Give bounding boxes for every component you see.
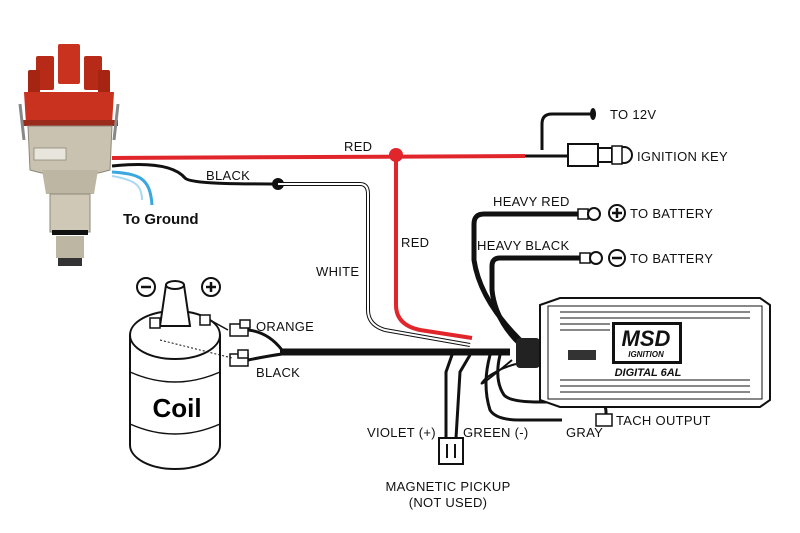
heavy-black-label: HEAVY BLACK — [477, 238, 569, 253]
red-wire-junction — [389, 148, 403, 162]
to-12v-wire — [540, 112, 596, 150]
magnetic-pickup-note: (NOT USED) — [409, 495, 488, 510]
heavy-red-label: HEAVY RED — [493, 194, 570, 209]
green-label: GREEN (-) — [463, 425, 529, 440]
msd-model: DIGITAL 6AL — [615, 367, 682, 379]
red-top-label: RED — [344, 139, 372, 154]
green-wire — [454, 354, 472, 439]
ground-wire — [111, 170, 154, 206]
orange-wire — [247, 328, 284, 351]
heavy-black-ring-terminal-icon — [579, 251, 603, 265]
to-12v-label: TO 12V — [610, 107, 656, 122]
magnetic-pickup-label: MAGNETIC PICKUP — [385, 479, 510, 494]
plus-icon — [201, 277, 221, 297]
black-connector-icon — [229, 349, 249, 367]
minus-icon — [608, 249, 626, 267]
black-coil-wire — [247, 352, 283, 362]
violet-label: VIOLET (+) — [367, 425, 436, 440]
red-wire — [111, 154, 526, 160]
to-battery-pos-label: TO BATTERY — [630, 206, 713, 221]
coil-label: Coil — [152, 393, 201, 423]
heavy-black-wire — [489, 255, 582, 346]
white-label: WHITE — [316, 264, 359, 279]
msd-sub: IGNITION — [628, 350, 664, 359]
gray-label: GRAY — [566, 425, 603, 440]
red-vertical-label: RED — [401, 235, 429, 250]
orange-label: ORANGE — [256, 319, 314, 334]
to-battery-neg-label: TO BATTERY — [630, 251, 713, 266]
msd-ignition-box — [516, 297, 771, 408]
ignition-switch-body — [567, 143, 599, 167]
plus-icon — [608, 204, 626, 222]
to-ground-label: To Ground — [123, 211, 199, 228]
key-icon — [611, 145, 633, 165]
ground-wire-white — [111, 175, 143, 201]
gray-wire — [484, 354, 562, 422]
distributor — [18, 44, 120, 266]
black-distributor-label: BLACK — [206, 168, 250, 183]
minus-icon — [136, 277, 156, 297]
violet-wire — [444, 354, 454, 438]
tach-output-connector-icon — [595, 413, 613, 427]
red-vertical-wire — [394, 156, 473, 340]
heavy-red-ring-terminal-icon — [577, 207, 601, 221]
ignition-key-label: IGNITION KEY — [637, 149, 728, 164]
black-coil-label: BLACK — [256, 365, 300, 380]
distributor-black-wire — [111, 163, 279, 186]
ignition-coil — [129, 280, 233, 470]
loop-wire — [480, 359, 517, 385]
magnetic-pickup-connector-icon — [438, 437, 464, 465]
tach-output-label: TACH OUTPUT — [616, 413, 711, 428]
to-12v-terminal-icon — [590, 108, 596, 120]
orange-connector-icon — [229, 319, 251, 337]
msd-brand: MSD — [622, 326, 671, 351]
